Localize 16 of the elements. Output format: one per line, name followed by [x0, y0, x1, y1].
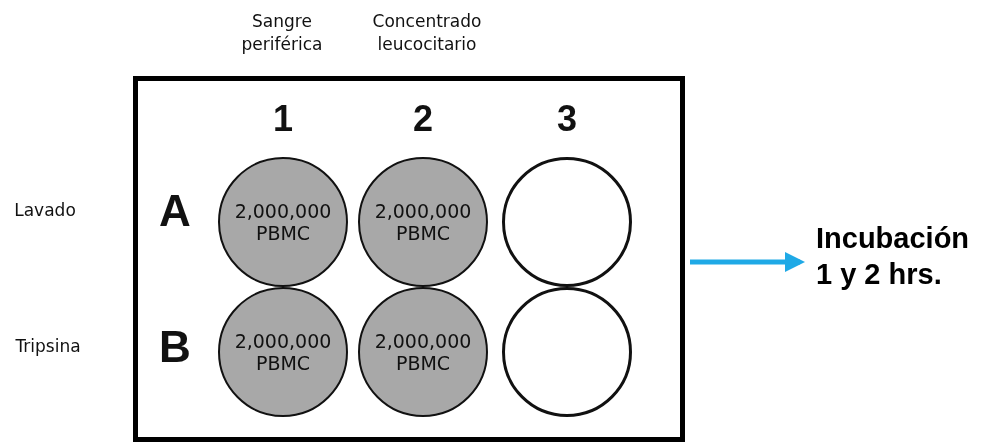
column-heading: Sangre periférica	[240, 10, 324, 56]
row-heading: Tripsina	[14, 336, 82, 356]
column-number: 3	[556, 98, 578, 140]
column-number: 1	[272, 98, 294, 140]
well-label: 2,000,000 PBMC	[233, 330, 333, 374]
arrow	[690, 252, 805, 272]
incubation-note: Incubación 1 y 2 hrs.	[816, 220, 986, 292]
well-label: 2,000,000 PBMC	[373, 200, 473, 244]
row-letter: A	[158, 186, 192, 236]
row-heading: Lavado	[13, 200, 77, 220]
well-label: 2,000,000 PBMC	[233, 200, 333, 244]
row-letter: B	[158, 322, 192, 372]
well-label: 2,000,000 PBMC	[373, 330, 473, 374]
column-number: 2	[412, 98, 434, 140]
well-plate	[133, 76, 685, 442]
column-heading: Concentrado leucocitario	[371, 10, 483, 56]
